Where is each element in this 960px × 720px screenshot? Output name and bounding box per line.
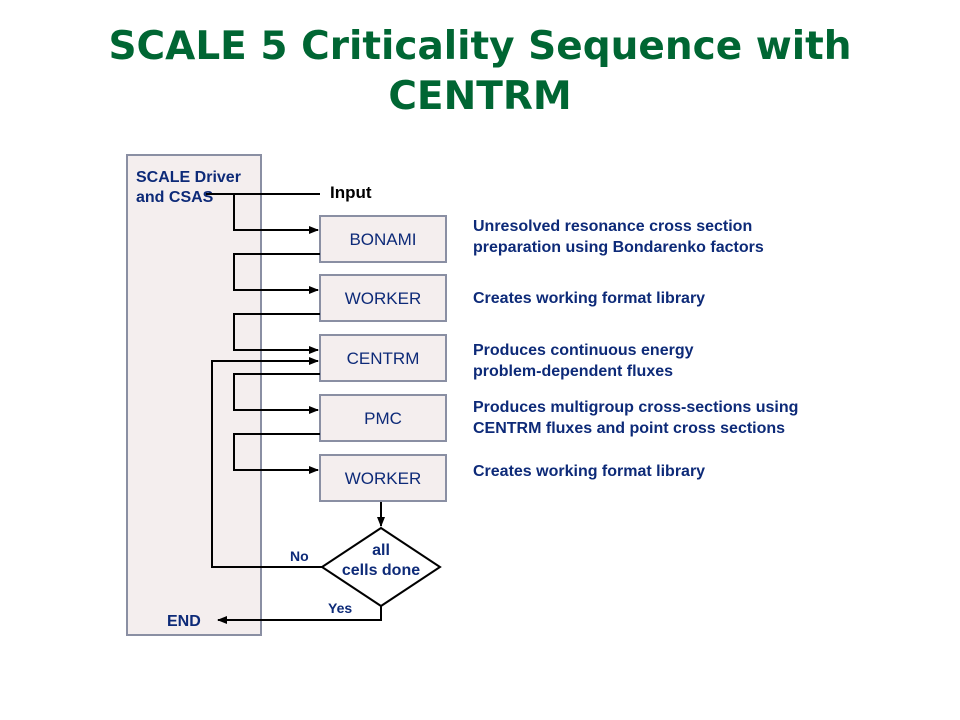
yes-connector (217, 606, 382, 624)
module-centrm: CENTRM (319, 334, 447, 382)
module-name: WORKER (345, 469, 422, 488)
worker-1-description: Creates working format library (473, 290, 705, 307)
bonami-description-line-1: Unresolved resonance cross section (473, 218, 752, 235)
module-worker-1: WORKER (319, 274, 447, 322)
slide-title: SCALE 5 Criticality Sequence with CENTRM (0, 22, 960, 122)
module-bonami: BONAMI (319, 215, 447, 263)
module-box (319, 274, 447, 322)
module-name: CENTRM (347, 349, 420, 368)
connector-to-centrm (233, 313, 320, 354)
pmc-description-line-2: CENTRM fluxes and point cross sections (473, 420, 785, 437)
module-pmc: PMC (319, 394, 447, 442)
centrm-description-line-1: Produces continuous energy (473, 342, 694, 359)
module-worker-2: WORKER (319, 454, 447, 502)
connector-to-worker-2 (233, 433, 320, 474)
worker-2-description: Creates working format library (473, 463, 705, 480)
module-box (319, 394, 447, 442)
centrm-description-line-2: problem-dependent fluxes (473, 363, 673, 380)
driver-label-line-2: and CSAS (136, 189, 214, 206)
driver-label-line-1: SCALE Driver (136, 169, 241, 186)
yes-label: Yes (328, 600, 352, 616)
decision-label-line-1: all (372, 542, 390, 559)
connector-to-bonami (233, 194, 319, 234)
decision-label-line-2: cells done (342, 562, 420, 579)
slide-title-line-2: CENTRM (388, 74, 572, 119)
no-loop-connector (211, 357, 323, 568)
connector-to-pmc (233, 373, 320, 414)
bonami-description-line-2: preparation using Bondarenko factors (473, 239, 764, 256)
module-name: WORKER (345, 289, 422, 308)
driver-box (126, 154, 262, 636)
pmc-description-line-1: Produces multigroup cross-sections using (473, 399, 798, 416)
slide-title-line-1: SCALE 5 Criticality Sequence with (108, 24, 852, 69)
module-box (319, 454, 447, 502)
module-box (319, 215, 447, 263)
no-label: No (290, 548, 309, 564)
module-box (319, 334, 447, 382)
input-label: Input (330, 183, 372, 202)
module-name: BONAMI (349, 230, 416, 249)
module-name: PMC (364, 409, 402, 428)
end-label: END (167, 613, 201, 630)
connector-to-worker-1 (233, 253, 320, 294)
